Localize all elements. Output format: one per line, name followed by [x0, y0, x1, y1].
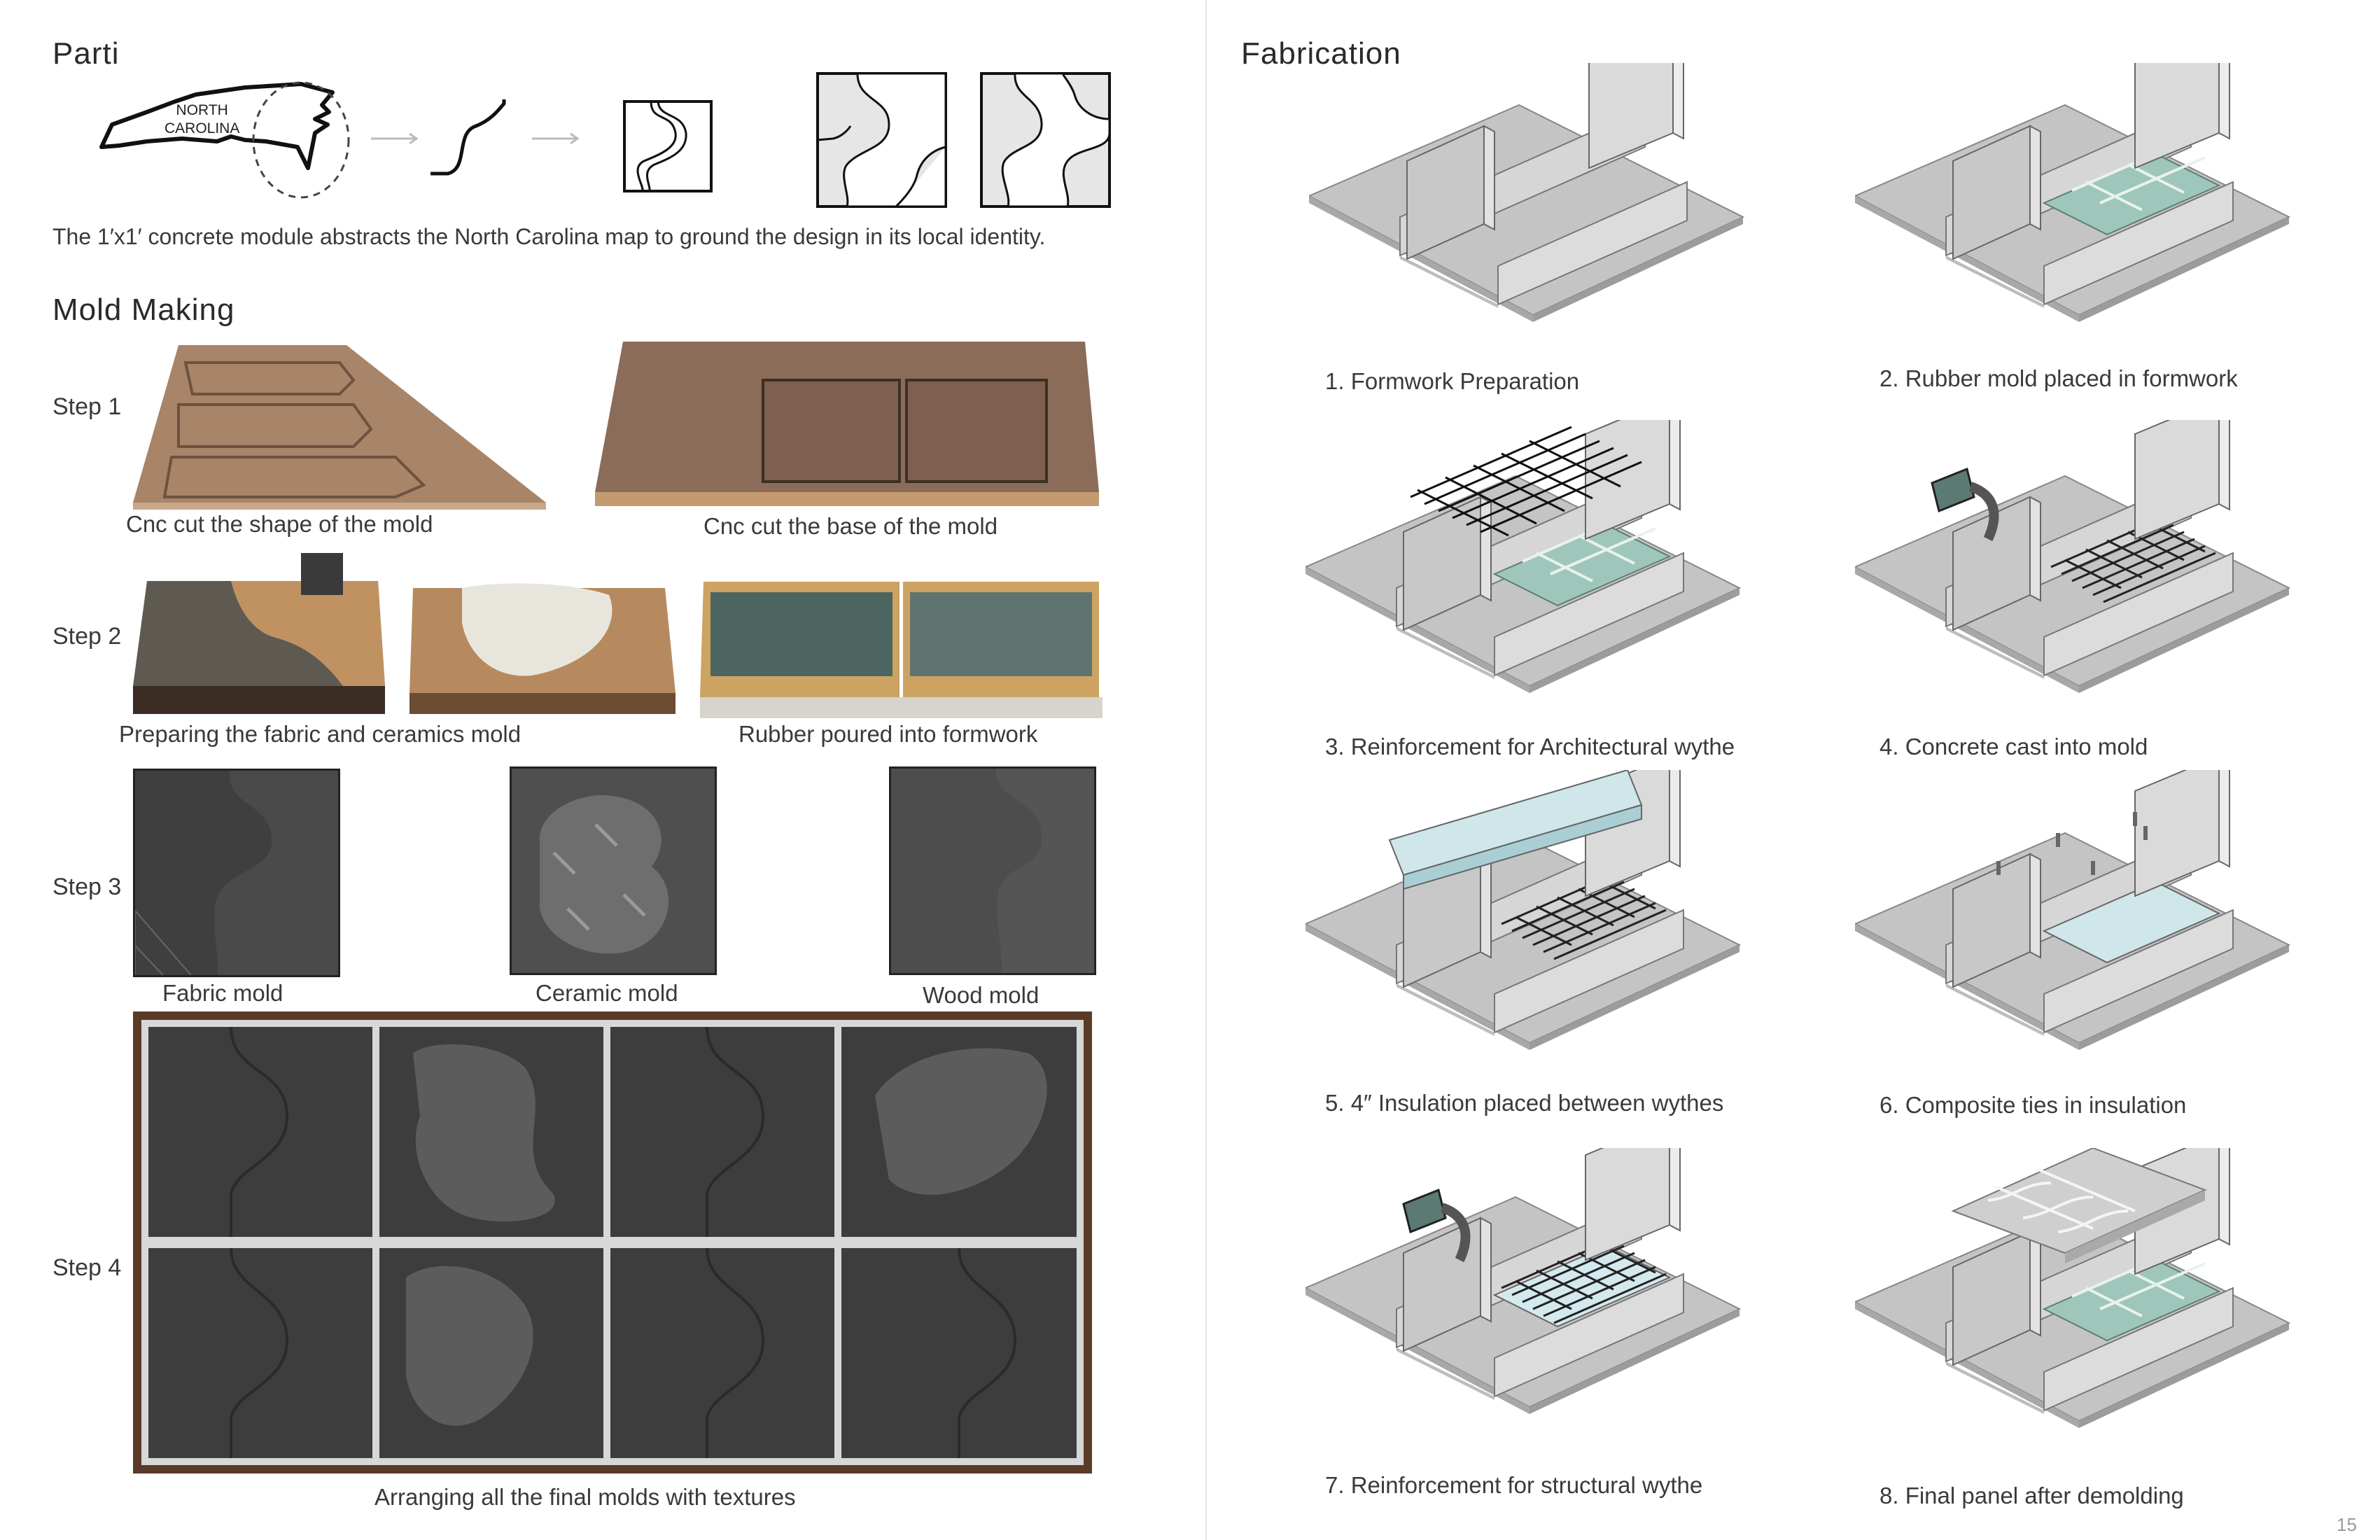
ceramic-mold-caption: Ceramic mold: [536, 980, 678, 1006]
fabrication-step-2-caption: 2. Rubber mold placed in formwork: [1879, 365, 2238, 391]
fabric-mold-caption: Fabric mold: [162, 980, 284, 1006]
map-highlight-circle: [252, 81, 350, 199]
fabrication-diagram-8: [1855, 1148, 2290, 1429]
fabrication-step-5-caption: 5. 4″ Insulation placed between wythes: [1325, 1090, 1724, 1116]
fabrication-diagram-7: [1306, 1148, 1740, 1415]
fabrication-step-1-caption: 1. Formwork Preparation: [1325, 368, 1580, 394]
arranged-molds-photo: [133, 1011, 1092, 1474]
fabrication-diagram-4: [1855, 420, 2290, 694]
wood-mold-tile: [889, 766, 1096, 975]
parti-description: The 1′x1′ concrete module abstracts the …: [52, 224, 1046, 249]
wood-mold-caption: Wood mold: [923, 982, 1040, 1008]
page-divider: [1205, 0, 1207, 1540]
step-4-caption: Arranging all the final molds with textu…: [374, 1484, 796, 1510]
abstracted-curve: [430, 99, 506, 176]
fabrication-step-8-caption: 8. Final panel after demolding: [1879, 1483, 2184, 1508]
parti-diagram: [99, 72, 1111, 208]
fabric-mold-tile: [133, 769, 340, 977]
mold-making-heading: Mold Making: [52, 293, 235, 327]
step-2-label: Step 2: [52, 623, 122, 650]
step-3-label: Step 3: [52, 874, 122, 900]
map-label: NORTH CAROLINA: [164, 102, 240, 136]
fabrication-diagram-6: [1855, 770, 2290, 1051]
cnc-mold-shape-photo: [133, 345, 546, 510]
step-2-caption-2: Rubber poured into formwork: [738, 721, 1038, 747]
step-1-caption-2: Cnc cut the base of the mold: [704, 513, 998, 539]
fabrication-heading: Fabrication: [1241, 36, 1401, 71]
step-4-label: Step 4: [52, 1254, 122, 1281]
module-outline: [623, 100, 713, 192]
page-number: 15: [2337, 1514, 2357, 1535]
fabrication-diagram-2: [1855, 63, 2290, 323]
fabrication-step-3-caption: 3. Reinforcement for Architectural wythe: [1325, 734, 1735, 760]
step-1-label: Step 1: [52, 393, 122, 420]
fabrication-diagram-5: [1306, 770, 1740, 1051]
parti-heading: Parti: [52, 36, 120, 71]
ceramic-mold-tile: [510, 766, 717, 975]
north-carolina-outline: [99, 82, 335, 170]
fabric-ceramics-mold-photo: [133, 553, 676, 714]
cnc-mold-base-photo: [595, 342, 1099, 506]
fabrication-step-7-caption: 7. Reinforcement for structural wythe: [1325, 1472, 1703, 1498]
step-1-caption-1: Cnc cut the shape of the mold: [126, 511, 433, 537]
fabrication-diagram-3: [1306, 420, 1740, 694]
step-2-caption-1: Preparing the fabric and ceramics mold: [119, 721, 522, 747]
fabrication-step-6-caption: 6. Composite ties in insulation: [1879, 1092, 2187, 1118]
fabrication-step-4-caption: 4. Concrete cast into mold: [1879, 734, 2148, 760]
rubber-poured-formwork-photo: [700, 578, 1102, 718]
fabrication-diagram-1: [1309, 63, 1744, 323]
